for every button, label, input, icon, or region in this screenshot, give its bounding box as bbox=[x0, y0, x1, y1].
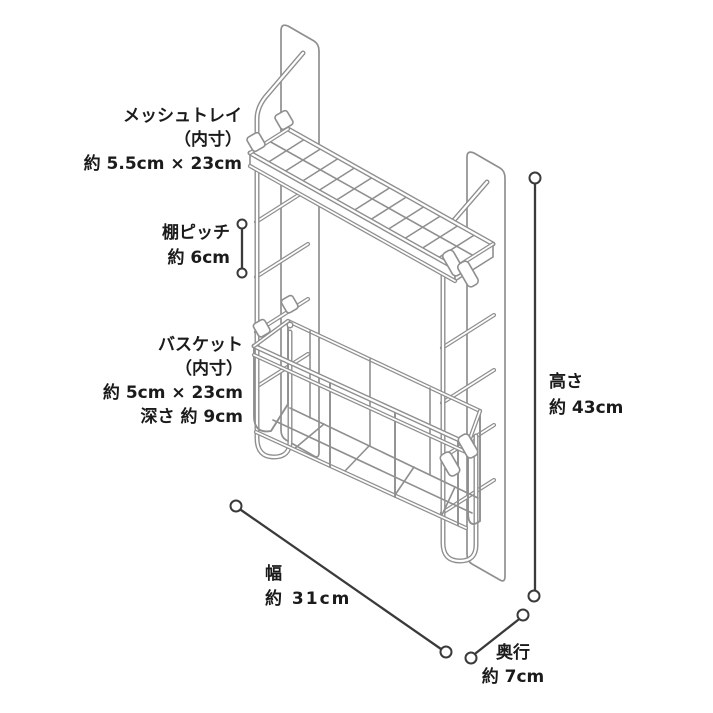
tray-center-wire bbox=[268, 140, 475, 257]
depth-dimension bbox=[464, 608, 530, 665]
mesh-tray-size: 約 5.5cm × 23cm bbox=[83, 154, 242, 174]
basket-depth: 深さ 約 9cm bbox=[140, 407, 243, 427]
basket-right-end bbox=[467, 410, 481, 525]
width-size: 約 31cm bbox=[265, 589, 352, 609]
right-side-panel bbox=[466, 151, 506, 582]
height-title: 高さ bbox=[549, 372, 583, 392]
left-hook-wire bbox=[254, 50, 306, 460]
basket-label: バスケット （内寸） 約 5cm × 23cm 深さ 約 9cm bbox=[103, 333, 243, 429]
mesh-tray bbox=[246, 109, 496, 288]
left-side-panel bbox=[280, 24, 320, 458]
depth-title: 奥行 bbox=[496, 643, 530, 663]
mesh-tray-title: メッシュトレイ bbox=[123, 106, 242, 126]
height-size: 約 43cm bbox=[549, 398, 624, 418]
width-dimension bbox=[229, 499, 453, 659]
depth-size: 約 7cm bbox=[481, 667, 545, 687]
basket-hole bbox=[286, 321, 294, 329]
depth-label: 奥行 約 7cm bbox=[480, 641, 546, 689]
tray-clips bbox=[246, 109, 480, 288]
height-label: 高さ 約 43cm bbox=[549, 369, 623, 421]
basket-left-end bbox=[253, 320, 289, 433]
basket-clips bbox=[252, 294, 479, 477]
basket-title: バスケット bbox=[158, 335, 243, 355]
shelf-pitch-label: 棚ピッチ 約 6cm bbox=[162, 221, 230, 271]
wire-basket bbox=[251, 294, 483, 531]
shelf-pitch-title: 棚ピッチ bbox=[162, 223, 230, 243]
width-title: 幅 bbox=[265, 564, 282, 584]
basket-subtitle: （内寸） bbox=[175, 359, 243, 379]
shelf-pitch-size: 約 6cm bbox=[167, 248, 230, 268]
mesh-tray-subtitle: （内寸） bbox=[174, 130, 242, 150]
basket-size: 約 5cm × 23cm bbox=[102, 383, 243, 403]
mesh-tray-label: メッシュトレイ （内寸） 約 5.5cm × 23cm bbox=[84, 104, 242, 176]
height-dimension bbox=[527, 171, 542, 603]
width-label: 幅 約 31cm bbox=[265, 562, 351, 612]
shelf-pitch-dimension bbox=[236, 218, 248, 279]
